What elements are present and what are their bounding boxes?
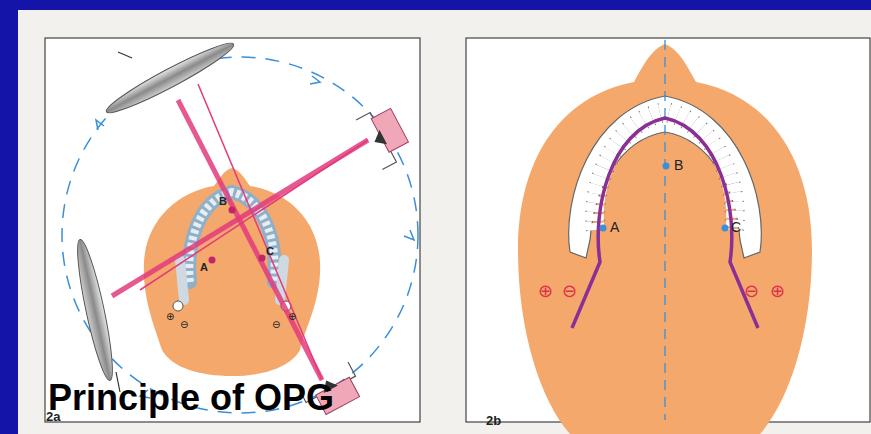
head-outline (144, 168, 320, 376)
point-label: C (266, 246, 274, 257)
rotation-centre (600, 225, 607, 232)
x-ray-beam (178, 100, 322, 380)
point-label: B (219, 196, 227, 207)
x-ray-beam (198, 84, 322, 380)
polarity-sign: ⊕ (288, 312, 296, 322)
arrow-head (404, 230, 414, 240)
film-cassette (71, 238, 119, 383)
polarity-sign: ⊖ (744, 282, 759, 300)
polarity-sign: ⊖ (562, 282, 577, 300)
rotation-centre (663, 163, 670, 170)
arrow-head (96, 120, 104, 130)
polarity-sign: ⊖ (272, 320, 280, 330)
page-scan (18, 10, 871, 434)
slide-title: Principle of OPG (48, 380, 334, 416)
polarity-sign: ⊕ (166, 312, 174, 322)
midline (664, 40, 665, 420)
arrow-head (310, 76, 320, 84)
rotation-centre (722, 225, 729, 232)
rotation-centre (229, 207, 236, 214)
condyle (173, 301, 183, 311)
figure-number: 2a (46, 410, 60, 423)
x-ray-tube (356, 103, 414, 169)
focal-trough (572, 118, 758, 328)
rotation-centre (259, 255, 266, 262)
point-label: C (731, 220, 741, 234)
point-label: B (674, 158, 683, 172)
film-cassette (102, 36, 238, 119)
film-direction (118, 52, 132, 58)
figure-number: 2b (486, 414, 501, 427)
rotation-centre (209, 257, 216, 264)
head-outline (518, 44, 812, 434)
point-label: A (200, 262, 208, 273)
point-label: A (610, 220, 619, 234)
polarity-sign: ⊕ (770, 282, 785, 300)
polarity-sign: ⊖ (180, 320, 188, 330)
panel-frame (45, 38, 420, 422)
polarity-sign: ⊕ (538, 282, 553, 300)
